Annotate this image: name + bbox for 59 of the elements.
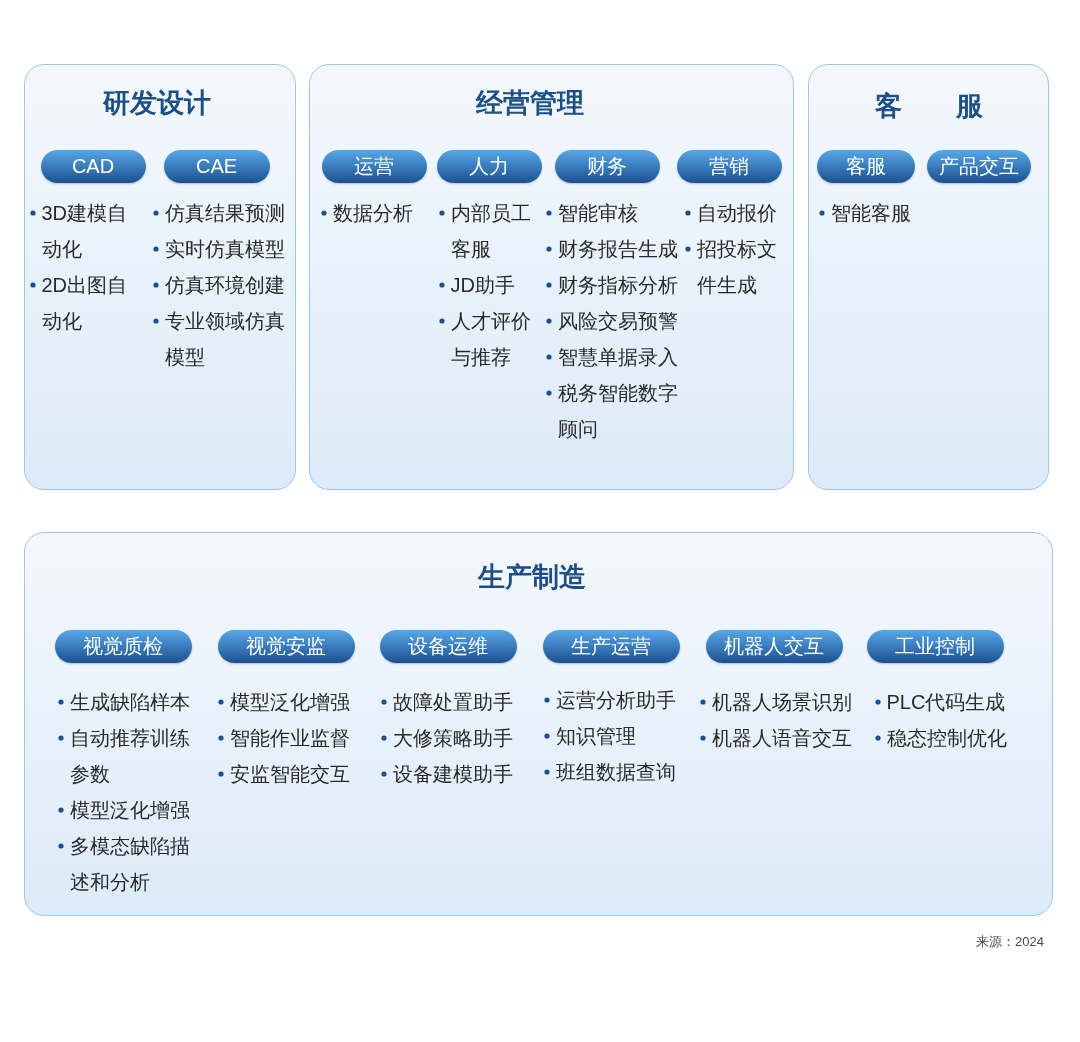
category-pill: 财务 bbox=[554, 149, 660, 183]
list-item: 大修策略助手 bbox=[392, 725, 513, 751]
list-item: 自动报价 bbox=[696, 200, 777, 226]
list-item: 财务指标分析 bbox=[557, 272, 678, 298]
list-item: 数据分析 bbox=[332, 200, 413, 226]
category-pill: 产品交互 bbox=[926, 149, 1031, 183]
category-pill: 工业控制 bbox=[866, 629, 1004, 663]
category-pill: 机器人交互 bbox=[705, 629, 843, 663]
category-pill: 视觉质检 bbox=[54, 629, 192, 663]
list-item: 智能客服 bbox=[830, 200, 911, 226]
panel-heading: 研发设计 bbox=[102, 87, 211, 118]
list-item: 人才评价与推荐 bbox=[450, 308, 532, 370]
list-item: 模型泛化增强 bbox=[69, 797, 190, 823]
list-item: PLC代码生成 bbox=[886, 689, 1006, 715]
category-pill: CAE bbox=[163, 149, 270, 183]
list-item: 生成缺陷样本 bbox=[69, 689, 190, 715]
list-item: 安监智能交互 bbox=[229, 761, 350, 787]
list-item: JD助手 bbox=[450, 272, 515, 298]
list-item: 实时仿真模型 bbox=[164, 236, 285, 262]
list-item: 税务智能数字顾问 bbox=[557, 380, 679, 442]
list-item: 故障处置助手 bbox=[392, 689, 513, 715]
list-item: 仿真结果预测 bbox=[164, 200, 285, 226]
source-note: 来源：2024 bbox=[976, 933, 1044, 951]
list-item: 模型泛化增强 bbox=[229, 689, 350, 715]
category-pill: CAD bbox=[40, 149, 146, 183]
panel-heading: 客 服 bbox=[874, 90, 983, 121]
list-item: 机器人场景识别 bbox=[711, 689, 852, 715]
list-item: 稳态控制优化 bbox=[886, 725, 1007, 751]
category-panel bbox=[24, 532, 1053, 916]
list-item: 智能审核 bbox=[557, 200, 638, 226]
panel-heading: 生产制造 bbox=[477, 561, 586, 592]
list-item: 财务报告生成 bbox=[557, 236, 678, 262]
list-item: 智能作业监督 bbox=[229, 725, 350, 751]
list-item: 多模态缺陷描述和分析 bbox=[69, 833, 191, 895]
category-pill: 设备运维 bbox=[379, 629, 517, 663]
list-item: 专业领域仿真模型 bbox=[164, 308, 286, 370]
list-item: 风险交易预警 bbox=[557, 308, 678, 334]
list-item: 智慧单据录入 bbox=[557, 344, 678, 370]
category-pill: 营销 bbox=[676, 149, 782, 183]
list-item: 设备建模助手 bbox=[392, 761, 513, 787]
list-item: 机器人语音交互 bbox=[711, 725, 852, 751]
list-item: 招投标文件生成 bbox=[696, 236, 778, 298]
list-item: 3D建模自动化 bbox=[41, 200, 129, 262]
category-pill: 人力 bbox=[436, 149, 542, 183]
list-item: 自动推荐训练参数 bbox=[69, 725, 191, 787]
list-item: 仿真环境创建 bbox=[164, 272, 285, 298]
list-item: 内部员工客服 bbox=[450, 200, 532, 262]
category-pill: 视觉安监 bbox=[217, 629, 355, 663]
list-item: 班组数据查询 bbox=[555, 759, 676, 785]
panel-heading: 经营管理 bbox=[475, 87, 584, 118]
category-panel bbox=[309, 64, 794, 490]
category-pill: 客服 bbox=[816, 149, 915, 183]
category-pill: 生产运营 bbox=[542, 629, 680, 663]
category-panel bbox=[808, 64, 1049, 490]
list-item: 知识管理 bbox=[555, 723, 636, 749]
category-panel bbox=[24, 64, 296, 490]
list-item: 运营分析助手 bbox=[555, 687, 676, 713]
category-pill: 运营 bbox=[321, 149, 427, 183]
list-item: 2D出图自动化 bbox=[41, 272, 129, 334]
